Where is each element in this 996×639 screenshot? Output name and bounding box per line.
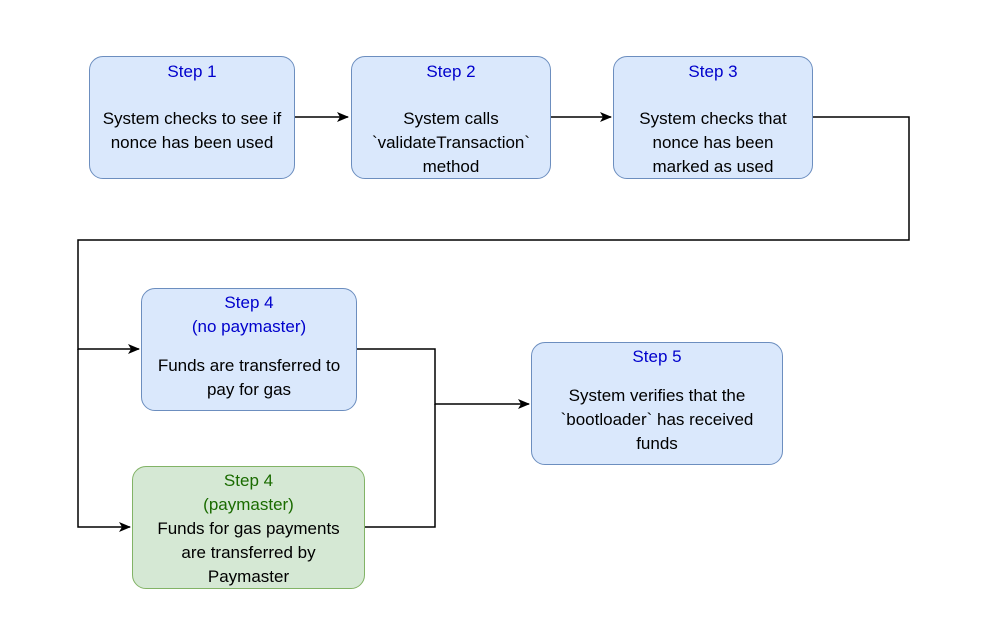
- edge-step4a-step5: [357, 348, 530, 409]
- step2-node: Step 2 System calls `validateTransaction…: [351, 56, 551, 179]
- step-subtitle: (paymaster): [203, 495, 294, 514]
- step-description: System checks that nonce has been marked…: [639, 109, 787, 176]
- step4-paymaster-node: Step 4 (paymaster) Funds for gas payment…: [132, 466, 365, 589]
- step-title: Step 4: [223, 471, 274, 490]
- step-description: System checks to see if nonce has been u…: [102, 109, 282, 152]
- step-description: System calls `validateTransaction` metho…: [371, 109, 531, 176]
- step1-node: Step 1 System checks to see if nonce has…: [89, 56, 295, 179]
- edge-step4b-step5: [365, 404, 436, 528]
- step3-node: Step 3 System checks that nonce has been…: [613, 56, 813, 179]
- step-title: Step 1: [167, 62, 217, 81]
- step-title: Step 5: [632, 347, 682, 366]
- step-description: Funds for gas payments are transferred b…: [157, 519, 340, 586]
- edge-step3-step4b: [77, 349, 131, 532]
- edge-step3-step4a: [77, 116, 910, 354]
- step-description: Funds are transferred to pay for gas: [157, 356, 341, 399]
- step-description: System verifies that the `bootloader` ha…: [560, 386, 754, 453]
- step4-no-paymaster-node: Step 4 (no paymaster) Funds are transfer…: [141, 288, 357, 411]
- step-subtitle: (no paymaster): [191, 317, 307, 336]
- step-title: Step 4: [224, 293, 274, 312]
- step-title: Step 2: [426, 62, 476, 81]
- step-title: Step 3: [688, 62, 738, 81]
- step5-node: Step 5 System verifies that the `bootloa…: [531, 342, 783, 465]
